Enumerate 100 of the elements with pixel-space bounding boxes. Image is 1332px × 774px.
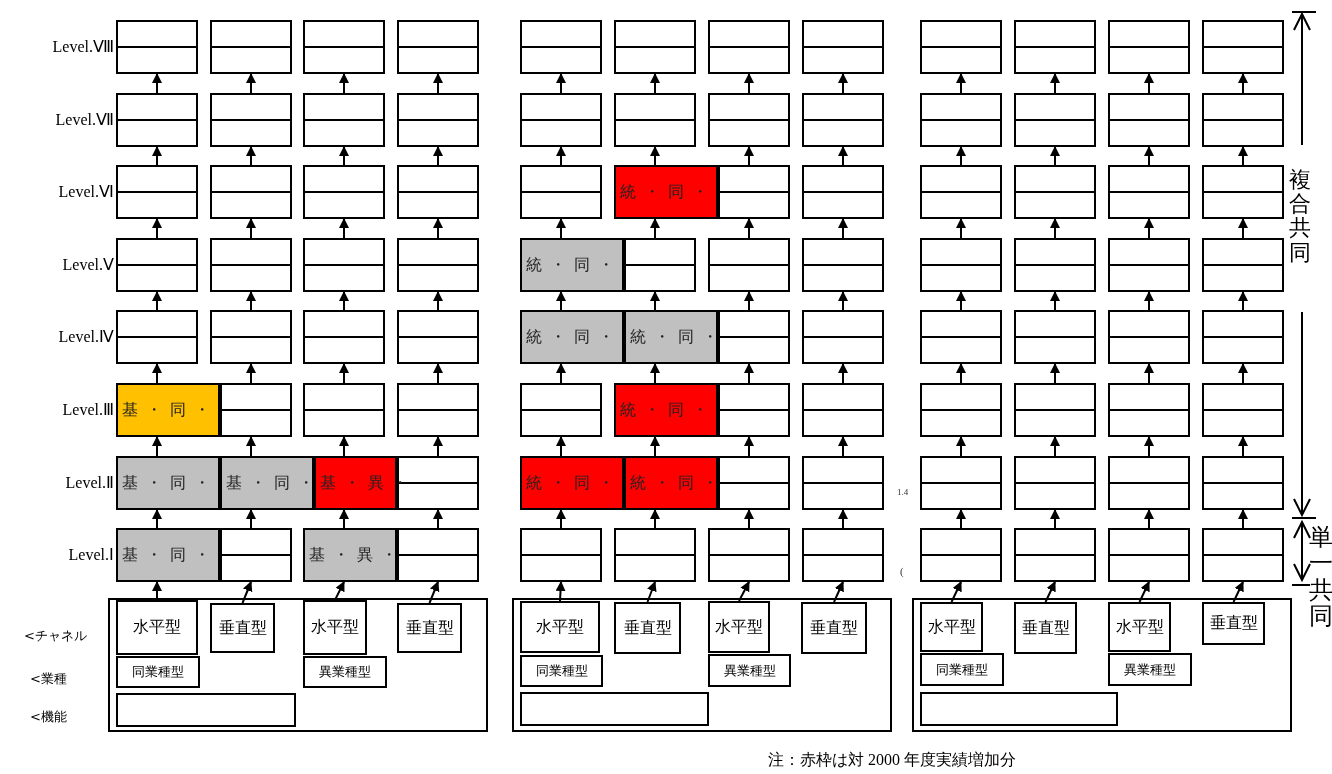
level-cell [802,238,884,292]
arrow [1232,581,1244,603]
function-box [116,693,296,727]
level-cell [1202,238,1284,292]
arrow [152,291,162,311]
level-cell [520,165,602,219]
arrow [433,218,443,239]
arrow [1050,291,1060,311]
arrow [1238,146,1248,166]
arrow [428,581,440,604]
level-cell [303,20,385,74]
level-cell [1108,456,1190,510]
arrow [956,363,966,384]
level-cell [116,20,198,74]
level-cell [210,93,292,147]
arrow [556,73,566,94]
arrow [433,363,443,384]
level-label: Level.Ⅴ [61,255,114,274]
arrow [1144,218,1154,239]
channel-box: 垂直型 [614,602,681,654]
arrow [246,436,256,457]
arrow [1144,436,1154,457]
highlight-box [520,456,624,510]
level-cell [708,93,790,147]
channel-box: 垂直型 [1202,602,1265,645]
highlight-box [520,238,624,292]
arrow [1238,363,1248,384]
arrow [433,73,443,94]
arrow [1144,146,1154,166]
level-cell [1108,310,1190,364]
arrow [838,291,848,311]
arrow [1050,363,1060,384]
highlight-box [520,310,624,364]
arrow [838,218,848,239]
highlight-box [116,456,220,510]
cell-label: 統・同・ [525,254,622,276]
level-cell [397,528,479,582]
level-cell [802,383,884,437]
arrow [950,581,962,603]
level-cell [116,238,198,292]
level-cell [920,528,1002,582]
industry-box: 異業種型 [303,656,387,688]
level-cell [1108,93,1190,147]
arrow [1050,73,1060,94]
arrow [1144,291,1154,311]
level-cell [303,383,385,437]
level-cell [520,93,602,147]
arrow [246,509,256,529]
level-cell [920,93,1002,147]
arrow [339,291,349,311]
level-cell [1202,310,1284,364]
channel-box: 水平型 [708,601,770,653]
arrow [1138,581,1150,603]
level-label: Level.Ⅳ [57,327,114,346]
arrow [1044,581,1056,603]
level-cell [116,93,198,147]
highlight-box [624,456,718,510]
level-cell [708,528,790,582]
level-cell [520,528,602,582]
level-cell [1202,20,1284,74]
arrow [650,509,660,529]
level-cell [397,20,479,74]
level-cell [303,238,385,292]
cell-label: 基・同・ [121,399,218,421]
level-cell [718,383,790,437]
arrow [744,291,754,311]
level-cell [1108,20,1190,74]
arrow [744,218,754,239]
level-cell [1108,383,1190,437]
level-cell [802,310,884,364]
level-cell [920,310,1002,364]
function-box [920,692,1118,726]
range-label: 複合共同 [1289,168,1311,265]
arrow [339,146,349,166]
level-cell [210,165,292,219]
industry-box: 同業種型 [116,656,200,688]
arrow [838,73,848,94]
arrow [646,581,657,603]
note-text: 1.4 [897,487,909,497]
level-cell [1014,456,1096,510]
cell-label: 基・異・ [308,544,405,566]
arrow [833,581,844,603]
arrow [433,509,443,529]
level-cell [1108,165,1190,219]
level-cell [708,20,790,74]
highlight-box [116,383,220,437]
level-cell [520,383,602,437]
level-cell [920,238,1002,292]
industry-box: 同業種型 [920,653,1004,686]
level-cell [220,383,292,437]
cell-label: 統・同・ [525,326,622,348]
arrow [339,218,349,239]
channel-box: 水平型 [520,601,600,653]
arrow [744,146,754,166]
level-cell [614,93,696,147]
level-cell [397,310,479,364]
level-label: Level.Ⅰ [67,545,114,564]
row-label: <業種 [30,670,67,688]
arrow [1238,436,1248,457]
arrow [556,146,566,166]
